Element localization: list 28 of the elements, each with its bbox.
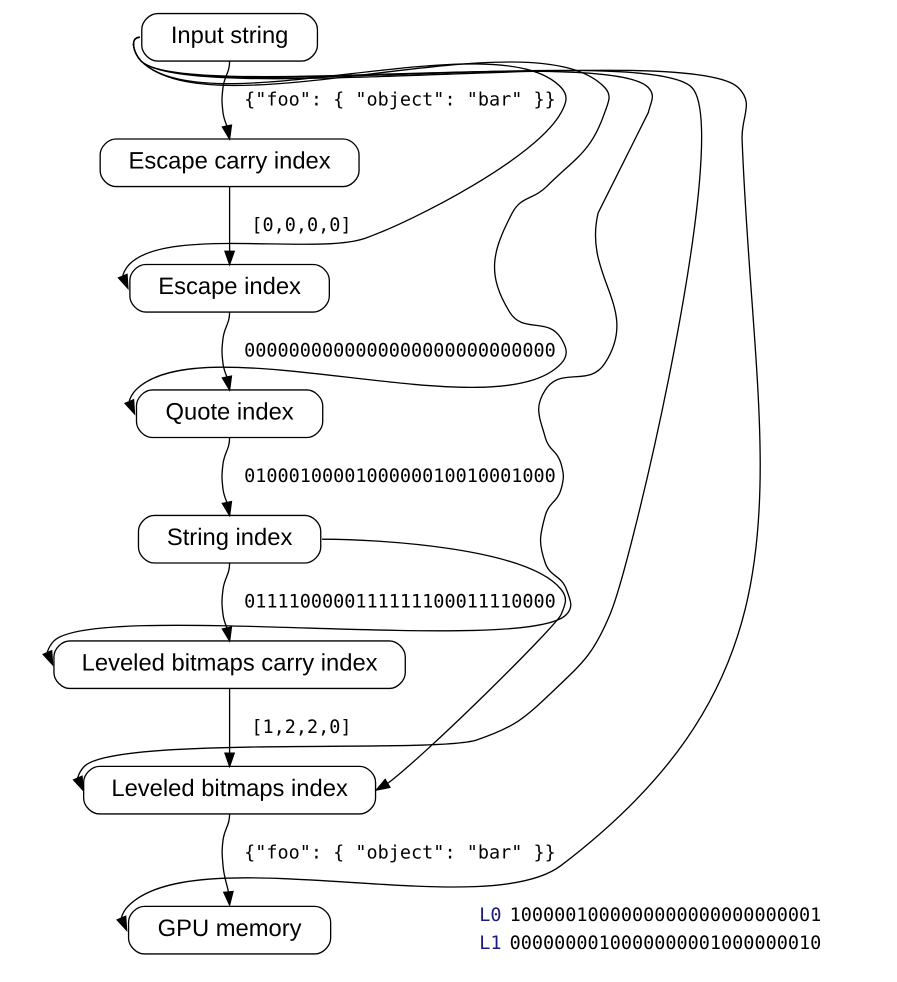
node-box: Escape carry index	[100, 138, 360, 188]
edge-label: {"foo": { "object": "bar" }}	[244, 842, 556, 864]
label: L0	[479, 905, 502, 926]
arrow	[224, 186, 236, 266]
node-box: Leveled bitmaps carry index	[53, 640, 406, 690]
edge-label: {"foo": { "object": "bar" }}	[244, 90, 556, 111]
node-box: Input string	[141, 12, 318, 62]
arrow	[221, 61, 232, 141]
edge-label: [0,0,0,0]	[251, 215, 352, 236]
node-box: GPU memory	[128, 906, 332, 955]
label: 0000000010000000001000000010	[510, 932, 822, 954]
edge-label: 0100010000100000010010001000	[244, 466, 556, 488]
node-box: Escape index	[129, 264, 330, 313]
arrow	[224, 688, 236, 768]
edge-label: 0111100000111111100011110000	[244, 591, 556, 612]
arrow	[322, 538, 566, 792]
arrow	[221, 312, 232, 392]
arrow	[221, 437, 232, 518]
label: 1000001000000000000000000001	[510, 905, 822, 926]
arrow	[221, 814, 234, 908]
edge-label: [1,2,2,0]	[251, 716, 352, 738]
node-box: Leveled bitmaps index	[83, 766, 376, 815]
arrow	[116, 37, 760, 932]
label: L1	[479, 932, 502, 954]
arrow	[221, 562, 232, 643]
node-box: String index	[138, 514, 322, 564]
node-box: Quote index	[136, 389, 324, 438]
edge-label: 0000000000000000000000000000	[244, 340, 556, 362]
